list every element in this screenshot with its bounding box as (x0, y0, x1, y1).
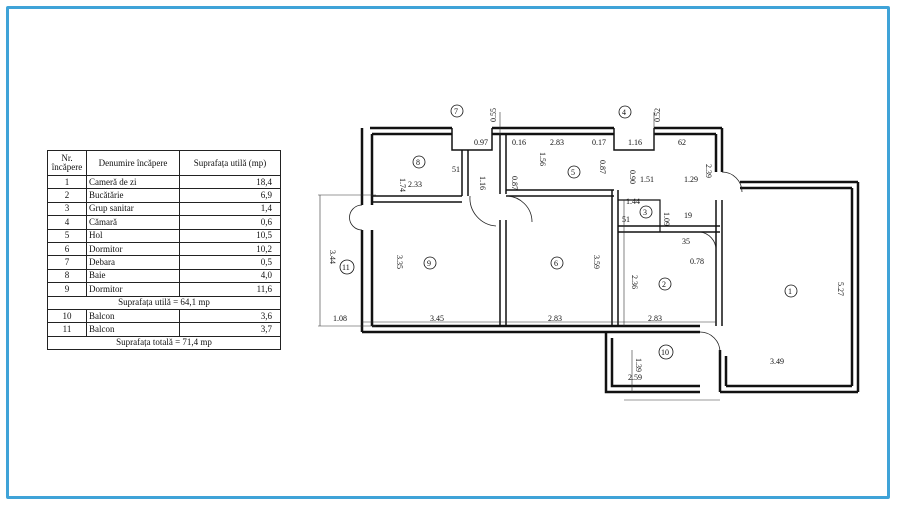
dim-label: 2.33 (408, 180, 422, 189)
dim-label: 0.87 (598, 160, 607, 174)
dim-label: 51 (622, 215, 630, 224)
room-labels: 1 2 3 4 5 6 7 8 9 10 11 (339, 104, 798, 360)
room-label: 6 (554, 259, 558, 268)
room-label: 2 (662, 280, 666, 289)
dim-label: 0.97 (474, 138, 488, 147)
image-frame (6, 6, 890, 499)
dim-label: 1.74 (398, 178, 407, 192)
dim-label: 1.51 (640, 175, 654, 184)
dim-label: 1.39 (634, 358, 643, 372)
room-label: 4 (622, 108, 626, 117)
room-label: 3 (643, 208, 647, 217)
dim-label: 2.59 (628, 373, 642, 382)
dim-label: 5.27 (836, 282, 845, 296)
dim-label: 35 (682, 237, 690, 246)
dim-label: 1.29 (684, 175, 698, 184)
dim-label: 3.45 (430, 314, 444, 323)
dim-label: 2.83 (550, 138, 564, 147)
room-schedule-table: Nr. încăpere Denumire încăpere Suprafața… (47, 150, 281, 351)
dim-label: 0.52 (653, 108, 662, 122)
dim-label: 3.49 (770, 357, 784, 366)
dim-label: 1.08 (333, 314, 347, 323)
dim-label: 1.56 (538, 152, 547, 166)
dim-label: 1.09 (662, 212, 671, 226)
dim-label: 1.16 (478, 176, 487, 190)
total-row: Suprafața totală = 71,4 mp (47, 335, 281, 351)
dim-label: 2.39 (704, 164, 713, 178)
dim-label: 51 (452, 165, 460, 174)
dim-label: 62 (678, 138, 686, 147)
dim-label: 3.59 (592, 255, 601, 269)
room-label: 11 (342, 263, 350, 272)
dim-label: 1.16 (628, 138, 642, 147)
dim-label: 2.83 (648, 314, 662, 323)
dimension-lines (318, 112, 720, 401)
dimension-labels: 0.55 0.97 0.16 2.83 0.17 1.16 0.52 62 1.… (328, 108, 845, 382)
dim-label: 3.44 (328, 250, 337, 264)
dim-label: 1.44 (626, 197, 640, 206)
room-label: 10 (661, 348, 669, 357)
plan-walls (360, 126, 860, 394)
door-swings (349, 171, 743, 353)
table-header-row: Nr. încăpere Denumire încăpere Suprafața… (47, 150, 281, 176)
room-label: 8 (416, 158, 420, 167)
dim-label: 0.90 (628, 170, 637, 184)
room-label: 1 (788, 287, 792, 296)
dim-label: 2.36 (630, 275, 639, 289)
dim-label: 3.35 (395, 255, 404, 269)
dim-label: 19 (684, 211, 692, 220)
room-label: 9 (427, 259, 431, 268)
dim-label: 0.87 (510, 176, 519, 190)
dim-label: 0.16 (512, 138, 526, 147)
room-label: 5 (571, 168, 575, 177)
room-label: 7 (454, 107, 458, 116)
header-name: Denumire încăpere (86, 150, 180, 176)
header-area: Suprafața utilă (mp) (179, 150, 281, 176)
dim-label: 0.17 (592, 138, 606, 147)
dim-label: 2.83 (548, 314, 562, 323)
total-cell: Suprafața totală = 71,4 mp (47, 335, 281, 351)
dim-label: 0.78 (690, 257, 704, 266)
dim-label: 0.55 (489, 108, 498, 122)
